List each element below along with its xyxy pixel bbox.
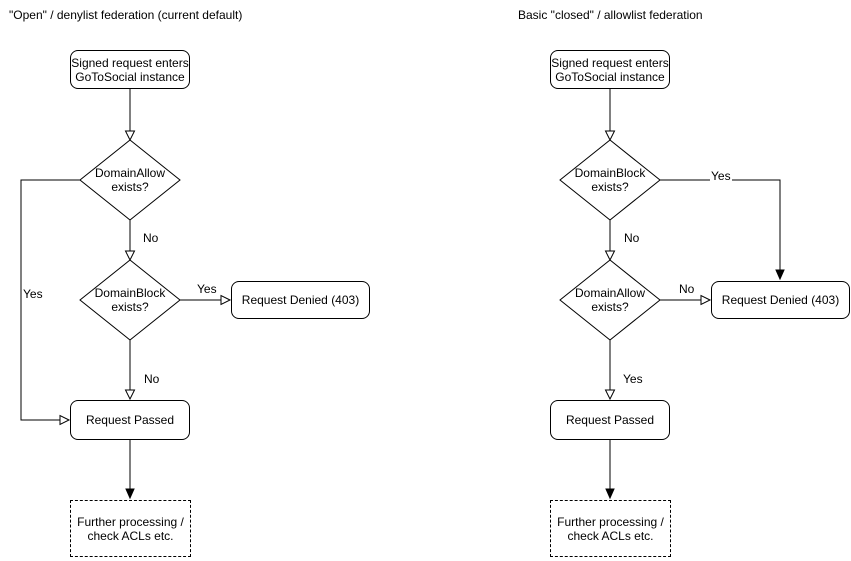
edge-decision1-yes-right bbox=[660, 179, 781, 270]
node-start-right-line1: Signed request enters bbox=[551, 55, 669, 70]
node-further-processing-right: Further processing / check ACLs etc. bbox=[550, 500, 671, 557]
edge-label-no-decision2-left: No bbox=[143, 372, 161, 386]
open-arrowhead-icon bbox=[604, 389, 616, 401]
node-start-left: Signed request enters GoToSocial instanc… bbox=[70, 50, 190, 89]
edge-label-no-decision1-right: No bbox=[623, 231, 641, 245]
node-start-left-line2: GoToSocial instance bbox=[75, 69, 185, 84]
decision-domainallow-left-label: DomainAllow exists? bbox=[94, 166, 166, 194]
node-start-right: Signed request enters GoToSocial instanc… bbox=[550, 50, 670, 89]
node-request-passed-left: Request Passed bbox=[70, 400, 190, 440]
node-start-left-line1: Signed request enters bbox=[71, 55, 189, 70]
open-arrowhead-icon bbox=[124, 250, 136, 262]
diagram-title-left: "Open" / denylist federation (current de… bbox=[9, 8, 243, 22]
open-arrowhead-icon bbox=[124, 130, 136, 142]
edge-label-yes-decision1-left: Yes bbox=[22, 287, 44, 301]
node-request-denied-right: Request Denied (403) bbox=[711, 281, 850, 319]
edge-label-yes-decision2-left: Yes bbox=[196, 282, 218, 296]
decision-domainallow-right-label: DomainAllow exists? bbox=[574, 286, 646, 314]
decision-domainblock-right-label: DomainBlock exists? bbox=[574, 166, 646, 194]
edge-label-no-decision1-left: No bbox=[142, 231, 160, 245]
node-request-passed-right: Request Passed bbox=[550, 400, 670, 440]
solid-arrowhead-icon bbox=[775, 269, 785, 281]
decision-domainblock-left-label: DomainBlock exists? bbox=[94, 286, 166, 314]
open-arrowhead-icon bbox=[700, 294, 712, 306]
open-arrowhead-icon bbox=[220, 294, 232, 306]
edge-decision1-yes-left bbox=[20, 179, 80, 421]
open-arrowhead-icon bbox=[59, 414, 71, 426]
open-arrowhead-icon bbox=[604, 130, 616, 142]
diagram-title-right: Basic "closed" / allowlist federation bbox=[518, 8, 703, 22]
node-request-denied-left: Request Denied (403) bbox=[231, 281, 370, 319]
node-start-right-line2: GoToSocial instance bbox=[555, 69, 665, 84]
solid-arrowhead-icon bbox=[605, 488, 615, 500]
edge-label-yes-decision1-right: Yes bbox=[710, 169, 732, 183]
open-arrowhead-icon bbox=[124, 389, 136, 401]
solid-arrowhead-icon bbox=[125, 488, 135, 500]
open-arrowhead-icon bbox=[604, 250, 616, 262]
node-further-processing-left: Further processing / check ACLs etc. bbox=[70, 500, 191, 557]
edge-label-yes-decision2-right: Yes bbox=[622, 372, 644, 386]
edge-label-no-decision2-right: No bbox=[678, 282, 696, 296]
